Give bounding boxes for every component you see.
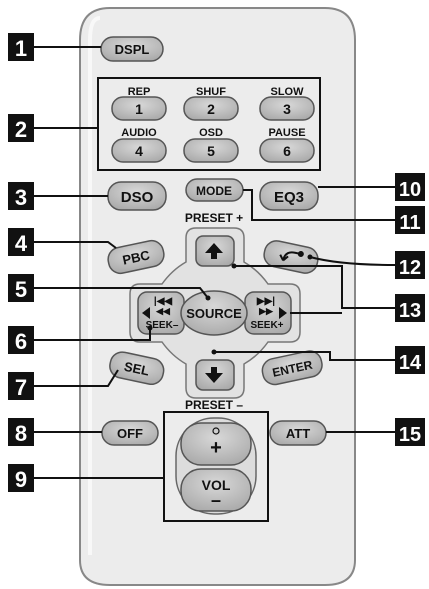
svg-text:6: 6 [15, 329, 27, 354]
audio-label: AUDIO [121, 127, 157, 139]
pause-button[interactable] [259, 138, 315, 163]
osd-label: OSD [199, 127, 223, 139]
pbc-button[interactable] [106, 238, 166, 275]
osd-number: 5 [207, 143, 215, 159]
volume-dot-icon [212, 427, 220, 435]
rep-button[interactable] [111, 96, 167, 121]
volume-plus-label: + [210, 437, 222, 459]
callout-7: 7 [8, 372, 34, 400]
dso-label: DSO [121, 189, 154, 206]
sel-label: SEL [123, 359, 151, 379]
off-label: OFF [117, 426, 143, 441]
leader-lines [34, 46, 396, 479]
leader-dots [147, 254, 313, 355]
shuf-button[interactable] [183, 96, 239, 121]
callout-2: 2 [8, 114, 34, 142]
volume-label: VOL [202, 477, 231, 493]
callout-11: 11 [395, 206, 425, 234]
callout-14: 14 [395, 346, 425, 374]
fast-forward-icon: ▶▶ [258, 306, 274, 316]
svg-text:1: 1 [15, 36, 27, 61]
svg-text:14: 14 [399, 352, 422, 374]
callout-5: 5 [8, 274, 34, 302]
callout-8: 8 [8, 418, 34, 446]
slow-button[interactable] [259, 96, 315, 121]
slow-number: 3 [283, 101, 291, 117]
slow-label: SLOW [271, 86, 305, 98]
up-arrow-icon [205, 243, 223, 259]
return-dot-icon [297, 250, 304, 257]
enter-button[interactable] [260, 349, 324, 387]
shuf-label: SHUF [196, 86, 226, 98]
right-arrow-icon [279, 307, 287, 319]
seek-plus-label: SEEK+ [250, 320, 283, 331]
eq3-button[interactable] [259, 181, 319, 211]
next-track-icon: ▶▶| [256, 296, 275, 307]
shuf-number: 2 [207, 101, 215, 117]
osd-button[interactable] [183, 138, 239, 163]
return-icon [279, 251, 300, 262]
pause-number: 6 [283, 143, 291, 159]
callout-9: 9 [8, 464, 34, 492]
svg-text:7: 7 [15, 375, 27, 400]
audio-button[interactable] [111, 138, 167, 163]
callout-13: 13 [395, 294, 425, 322]
dspl-label: DSPL [115, 42, 150, 57]
seek-minus-label: SEEK– [146, 320, 179, 331]
callout-1: 1 [8, 33, 34, 61]
source-label: SOURCE [186, 306, 242, 321]
callout-12: 12 [395, 251, 425, 279]
svg-text:9: 9 [15, 467, 27, 492]
source-button[interactable] [180, 290, 248, 336]
rep-number: 1 [135, 101, 143, 117]
callout-4: 4 [8, 228, 34, 256]
svg-text:11: 11 [399, 212, 420, 234]
svg-text:15: 15 [399, 424, 421, 446]
number-button-frame [97, 77, 321, 171]
callout-3: 3 [8, 182, 34, 210]
remote-body-inner-highlight [88, 16, 101, 555]
mode-label: MODE [196, 184, 232, 198]
svg-text:5: 5 [15, 277, 27, 302]
volume-frame [163, 411, 269, 522]
preset-minus-label: PRESET – [185, 398, 243, 412]
sel-button[interactable] [108, 350, 166, 387]
pbc-label: PBC [121, 247, 152, 268]
pause-label: PAUSE [268, 127, 305, 139]
rewind-icon: ◀◀ [155, 306, 171, 316]
svg-text:3: 3 [15, 185, 27, 210]
preset-plus-label: PRESET + [185, 211, 243, 225]
svg-text:4: 4 [15, 231, 28, 256]
callout-15: 15 [395, 418, 425, 446]
dspl-button[interactable] [100, 36, 164, 62]
eq3-label: EQ3 [274, 189, 304, 206]
left-arrow-icon [142, 307, 150, 319]
callout-6: 6 [8, 326, 34, 354]
rep-label: REP [128, 86, 151, 98]
volume-down-button[interactable] [180, 468, 252, 512]
down-arrow-icon [205, 367, 223, 383]
volume-up-button[interactable] [180, 422, 252, 466]
svg-text:13: 13 [399, 300, 421, 322]
svg-text:12: 12 [399, 257, 421, 279]
svg-text:2: 2 [15, 117, 27, 142]
svg-text:10: 10 [399, 179, 421, 201]
audio-number: 4 [135, 143, 143, 159]
att-label: ATT [286, 426, 310, 441]
callout-10: 10 [395, 173, 425, 201]
prev-track-icon: |◀◀ [154, 296, 172, 307]
volume-minus-label: – [211, 490, 221, 510]
svg-text:8: 8 [15, 421, 27, 446]
